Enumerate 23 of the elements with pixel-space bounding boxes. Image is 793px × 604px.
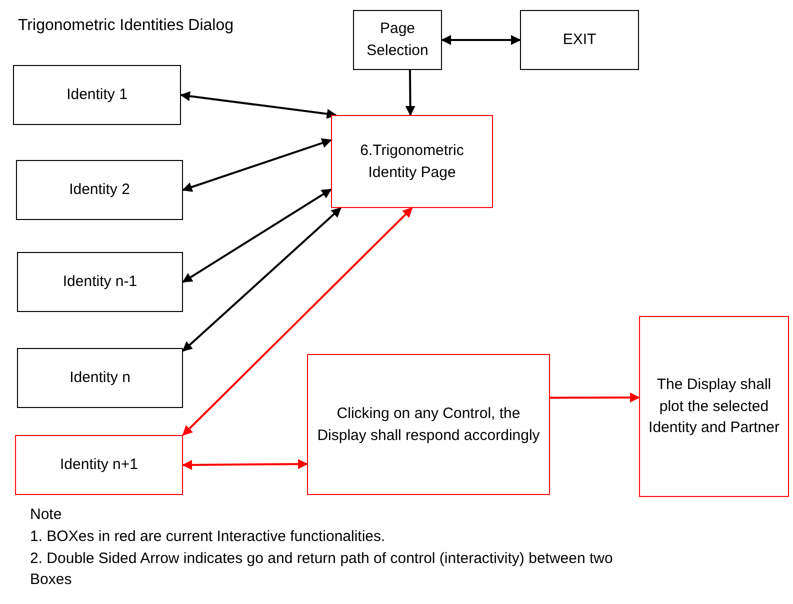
- process-box: Clicking on any Control, the Display shall respond accordingly: [307, 354, 550, 495]
- arrow: [182, 188, 332, 283]
- process-box: Identity n+1: [15, 435, 183, 495]
- arrow: [441, 35, 521, 45]
- process-box: EXIT: [520, 10, 639, 70]
- arrow: [182, 138, 332, 192]
- note-text: 2. Double Sided Arrow indicates go and return path of control (interactivity) between two Boxes: [30, 548, 614, 590]
- arrow: [182, 207, 413, 436]
- process-box: 6.Trigonometric Identity Page: [331, 115, 493, 208]
- arrow: [405, 70, 416, 116]
- arrow: [550, 392, 640, 402]
- process-box: Identity 2: [16, 160, 183, 220]
- process-box: Identity n-1: [17, 252, 183, 312]
- note-text: 1. BOXes in red are current Interactive functionalities.: [30, 526, 386, 547]
- process-box: Identity 1: [13, 65, 181, 125]
- process-box: The Display shall plot the selected Identity and Partner: [639, 316, 789, 497]
- arrow: [182, 459, 308, 470]
- arrow: [180, 91, 337, 119]
- process-box: Page Selection: [353, 10, 442, 70]
- arrow: [182, 207, 342, 352]
- diagram-title: Trigonometric Identities Dialog: [18, 16, 234, 36]
- note-text: Note: [30, 505, 63, 525]
- process-box: Identity n: [17, 348, 183, 408]
